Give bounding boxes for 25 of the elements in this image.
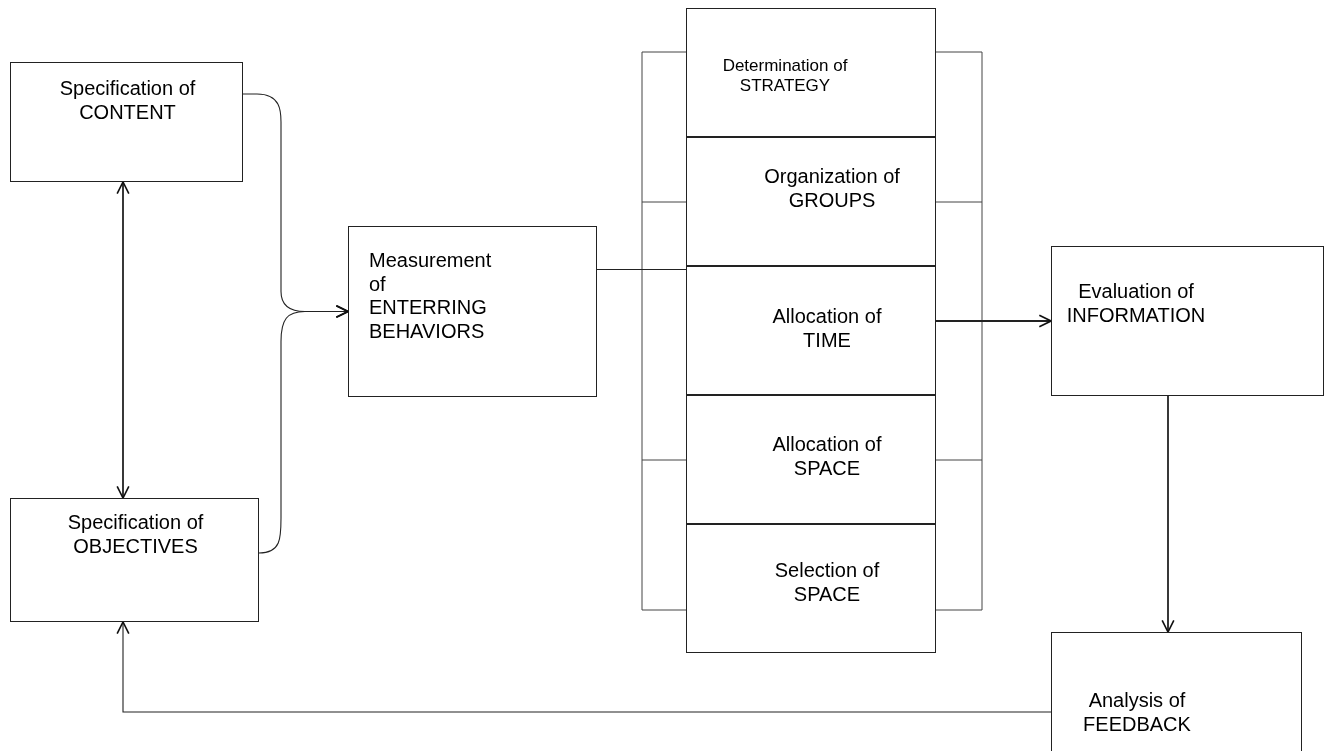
box-label: Determination of STRATEGY: [721, 56, 849, 97]
process-box: [686, 8, 936, 137]
process-box: [10, 62, 243, 182]
box-label: Measurement of ENTERRING BEHAVIORS: [369, 249, 493, 344]
box-label: Analysis of FEEDBACK: [1082, 689, 1192, 737]
arrow: [935, 314, 1052, 328]
box-label: Allocation of TIME: [771, 305, 883, 353]
box-label: Allocation of SPACE: [771, 433, 883, 481]
process-box: [348, 226, 597, 397]
process-box: [10, 498, 259, 622]
box-label: Selection of SPACE: [773, 559, 881, 607]
process-box: [1051, 632, 1302, 751]
box-label: Specification of CONTENT: [58, 77, 197, 125]
box-label: Organization of GROUPS: [763, 165, 901, 213]
arrow: [1161, 395, 1175, 633]
process-box: [686, 137, 936, 266]
box-label: Evaluation of INFORMATION: [1065, 280, 1207, 328]
process-box: [686, 266, 936, 395]
process-box: [1051, 246, 1324, 396]
arrow: [258, 304, 349, 554]
arrow: [116, 181, 130, 499]
process-box: [686, 524, 936, 653]
box-label: Specification of OBJECTIVES: [66, 511, 205, 559]
arrow: [116, 621, 1052, 713]
process-box: [686, 395, 936, 524]
